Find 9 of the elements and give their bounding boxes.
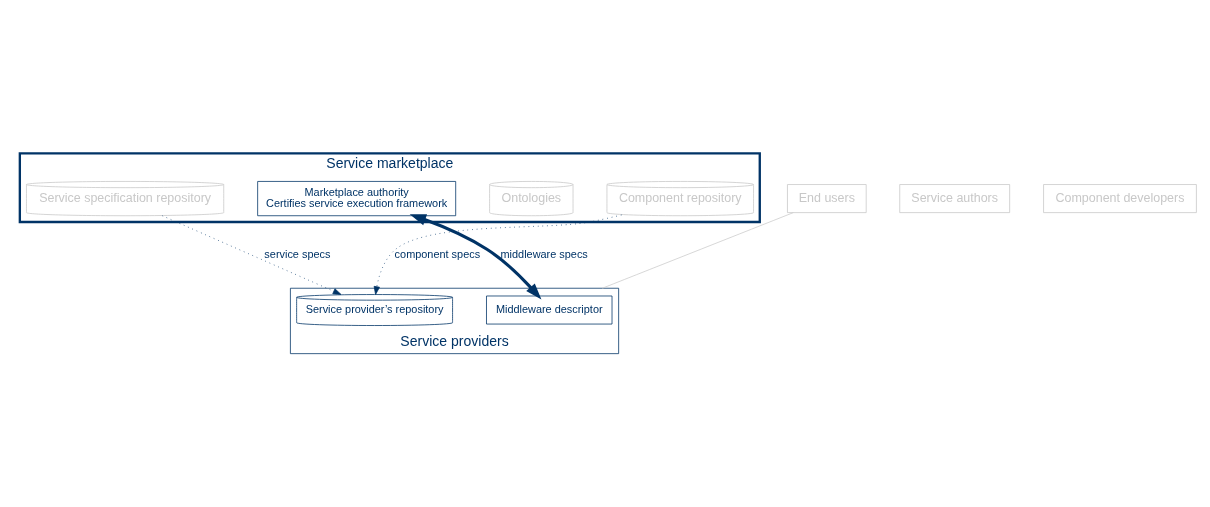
edge-label: service specs <box>264 247 331 260</box>
arrow <box>162 215 342 295</box>
node-box: Middleware descriptor <box>486 295 613 325</box>
connector <box>601 212 794 289</box>
arrow <box>373 214 622 295</box>
edge-label: middleware specs <box>500 247 588 260</box>
node-box: Marketplace authority Certifies service execution framework <box>257 181 457 217</box>
arrow <box>409 214 542 300</box>
edge-label: component specs <box>394 247 481 260</box>
